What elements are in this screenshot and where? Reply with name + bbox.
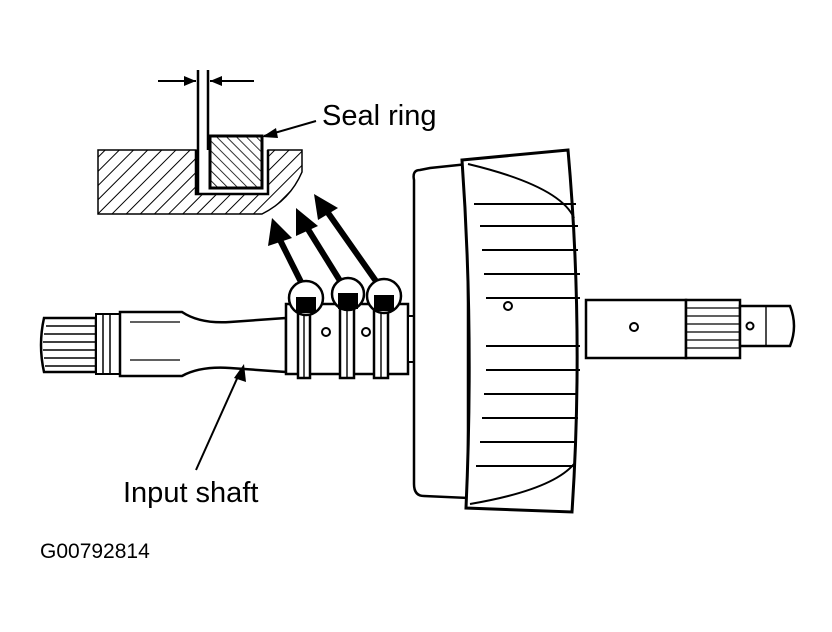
input-shaft-leader <box>195 364 246 471</box>
seal-ring-label: Seal ring <box>322 100 437 132</box>
figure-code: G00792814 <box>40 540 150 563</box>
input-shaft <box>39 276 796 380</box>
input-shaft-label: Input shaft <box>123 477 259 509</box>
seal-ring-arrows <box>268 194 381 286</box>
clutch-drum <box>412 148 580 514</box>
seal-ring-detail <box>97 70 317 215</box>
